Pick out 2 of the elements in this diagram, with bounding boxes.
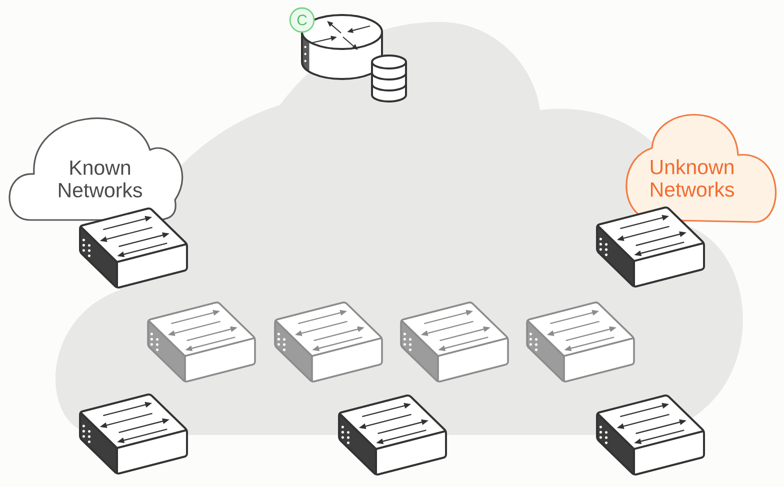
badge: C (289, 7, 315, 33)
cloud: Unknown Networks (626, 114, 776, 223)
